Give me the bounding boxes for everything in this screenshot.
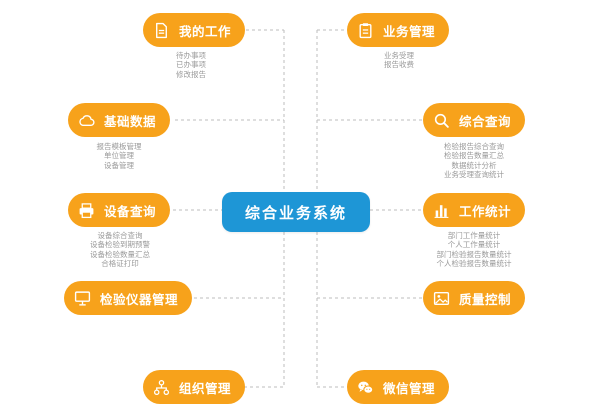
- node-label: 业务管理: [383, 23, 436, 39]
- sub-item: 合格证打印: [101, 259, 139, 269]
- node-comprehensive-query[interactable]: 综合查询: [423, 103, 526, 137]
- sub-item: 设备综合查询: [97, 231, 143, 240]
- node-basic-data[interactable]: 基础数据: [68, 103, 171, 137]
- center-node: 综合业务系统: [222, 192, 370, 232]
- sub-item: 业务受理查询统计: [444, 170, 504, 180]
- device-query-items: 设备综合查询 设备检验到期预警 设备检验数量汇总 合格证打印: [70, 231, 170, 269]
- bar-chart-icon: [431, 200, 451, 220]
- sub-item: 检验报告综合查询: [444, 142, 504, 151]
- sub-item: 单位管理: [104, 151, 134, 161]
- printer-icon: [76, 200, 96, 220]
- sub-item: 报告收费: [384, 60, 414, 70]
- node-work-statistics[interactable]: 工作统计: [423, 193, 526, 227]
- sub-item: 业务受理: [384, 51, 414, 60]
- monitor-icon: [72, 288, 92, 308]
- sub-item: 部门检验报告数量统计: [436, 249, 512, 259]
- node-label: 检验仪器管理: [100, 291, 179, 307]
- node-instrument-management[interactable]: 检验仪器管理: [64, 281, 193, 315]
- sub-item: 个人检验报告数量统计: [436, 259, 512, 269]
- node-label: 综合查询: [459, 113, 512, 129]
- cloud-icon: [76, 110, 96, 130]
- node-label: 设备查询: [104, 203, 157, 219]
- sub-item: 已办事项: [176, 60, 206, 70]
- sub-item: 报告模板管理: [96, 142, 142, 151]
- node-label: 微信管理: [383, 380, 436, 396]
- sub-item: 设备检验数量汇总: [90, 249, 150, 259]
- business-items: 业务受理 报告收费: [360, 51, 438, 70]
- node-label: 我的工作: [179, 23, 232, 39]
- node-label: 组织管理: [179, 380, 232, 396]
- comp-query-items: 检验报告综合查询 检验报告数量汇总 数据统计分析 业务受理查询统计: [422, 142, 526, 180]
- org-tree-icon: [151, 377, 171, 397]
- node-device-query[interactable]: 设备查询: [68, 193, 171, 227]
- center-label: 综合业务系统: [244, 203, 347, 222]
- image-icon: [431, 288, 451, 308]
- node-label: 基础数据: [104, 113, 157, 129]
- basic-data-items: 报告模板管理 单位管理 设备管理: [74, 142, 164, 170]
- sub-item: 数据统计分析: [451, 160, 497, 170]
- sub-item: 部门工作量统计: [447, 231, 501, 240]
- node-my-work[interactable]: 我的工作: [143, 13, 246, 47]
- sub-item: 检验报告数量汇总: [444, 151, 504, 161]
- clipboard-icon: [355, 20, 375, 40]
- sub-item: 设备管理: [104, 160, 134, 170]
- search-icon: [431, 110, 451, 130]
- node-business-management[interactable]: 业务管理: [347, 13, 450, 47]
- sub-item: 待办事项: [176, 51, 206, 60]
- document-icon: [151, 20, 171, 40]
- node-label: 工作统计: [459, 203, 512, 219]
- node-quality-control[interactable]: 质量控制: [423, 281, 526, 315]
- node-wechat-management[interactable]: 微信管理: [347, 370, 450, 404]
- wechat-icon: [355, 377, 375, 397]
- sub-item: 个人工作量统计: [447, 240, 501, 250]
- node-label: 质量控制: [459, 291, 512, 307]
- work-stats-items: 部门工作量统计 个人工作量统计 部门检验报告数量统计 个人检验报告数量统计: [414, 231, 534, 269]
- node-organization[interactable]: 组织管理: [143, 370, 246, 404]
- my-work-items: 待办事项 已办事项 修改报告: [152, 51, 230, 79]
- sub-item: 设备检验到期预警: [90, 240, 150, 250]
- sub-item: 修改报告: [176, 69, 206, 79]
